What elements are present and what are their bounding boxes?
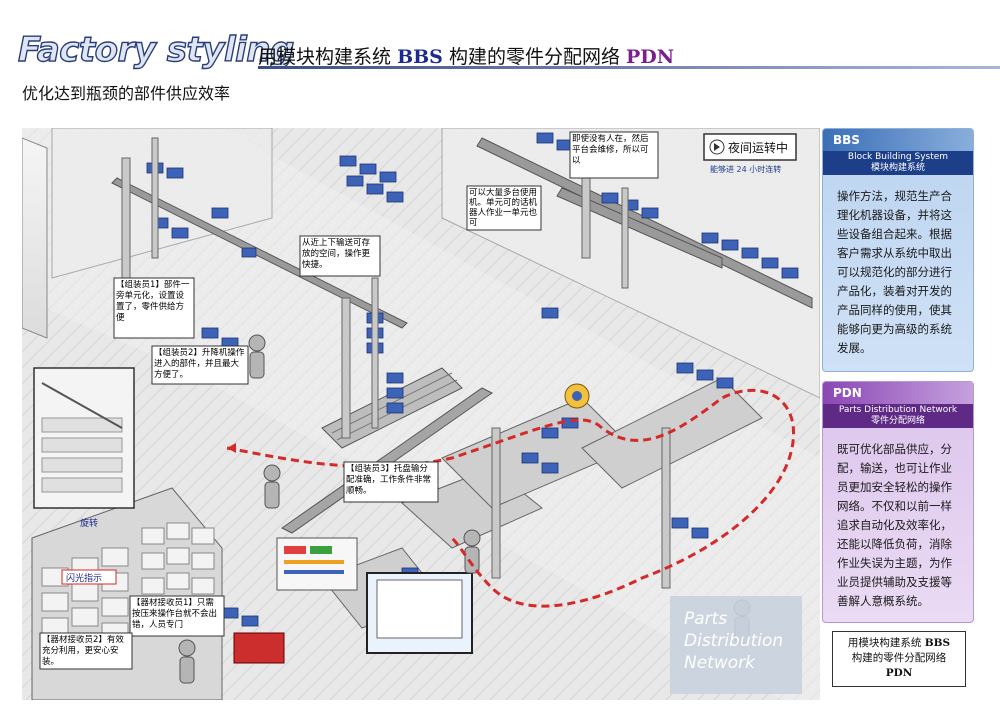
title-pdn: PDN xyxy=(626,46,675,68)
callout-box-5: 【组装员2】升降机操作进入的部件，并且最大方便了。 xyxy=(151,345,249,385)
night-badge-label: 夜间运转中 xyxy=(728,140,788,155)
route-arrow xyxy=(227,443,236,453)
factory-illustration: 夜间运转中 能够进 24 小时连转 即使没有人在，然后平台会维修，所以可以 可以… xyxy=(22,128,820,700)
pdn-bar-cn: 零件分配网络 xyxy=(870,416,925,426)
factory-scene: 夜间运转中 能够进 24 小时连转 即使没有人在，然后平台会维修，所以可以 可以… xyxy=(22,128,820,700)
caption-line1-prefix: 用模块构建系统 xyxy=(847,637,922,649)
pdn-logo-line1: Parts xyxy=(684,609,727,629)
info-panel xyxy=(233,632,285,664)
pdn-tab: PDN xyxy=(823,382,973,404)
bbs-bar-en: Block Building System xyxy=(847,152,949,162)
caption-box: 用模块构建系统 BBS 构建的零件分配网络 PDN xyxy=(832,631,966,687)
aisle xyxy=(22,128,820,700)
title-prefix: 用模块构建系统 xyxy=(258,46,392,68)
callout-3: 从近上下输送可存放的空间，操作更快捷。 xyxy=(302,238,371,270)
callout-box-3: 从近上下输送可存放的空间，操作更快捷。 xyxy=(299,235,381,277)
label-rotate: 旋转 xyxy=(80,517,98,529)
caption-line3: PDN xyxy=(885,667,913,679)
pdn-panel: PDN Parts Distribution Network 零件分配网络 既可… xyxy=(822,381,974,623)
night-badge: 夜间运转中 能够进 24 小时连转 xyxy=(703,133,797,174)
callout-6: 【组装员3】托盘输分配准确，工作条件非常顺畅。 xyxy=(346,464,432,496)
pdn-bar-en: Parts Distribution Network xyxy=(838,405,958,415)
pdn-bar: Parts Distribution Network 零件分配网络 xyxy=(823,404,973,428)
page-subtitle: 优化达到瓶颈的部件供应效率 xyxy=(22,84,231,103)
caption-line1: 用模块构建系统 BBS xyxy=(833,636,965,651)
callout-8: 【器材接收员2】有效充分利用，更安心安装。 xyxy=(42,635,124,667)
brand-title: Factory styling xyxy=(17,29,295,70)
night-badge-sub: 能够进 24 小时连转 xyxy=(710,164,781,174)
callout-1: 即使没有人在，然后平台会维修，所以可以 xyxy=(572,134,649,166)
callout-box-7: 【器材接收员1】只需按压来操作台就不会出错，人员专门 xyxy=(129,595,225,637)
caption-line1-bbs: BBS xyxy=(924,637,951,649)
pdn-description: 既可优化部品供应，分配，输送，也可让作业员更加安全轻松的操作网络。不仅和以前一样… xyxy=(837,442,952,608)
pdn-logo-line2: Distribution xyxy=(684,631,783,651)
callout-4: 【组装员1】部件一旁单元化，设置设置了，零件供给方便 xyxy=(116,280,190,323)
terminal-box xyxy=(366,572,473,654)
callout-box-4: 【组装员1】部件一旁单元化，设置设置了，零件供给方便 xyxy=(113,277,195,339)
header: Factory styling 用模块构建系统 BBS 构建的零件分配网络 PD… xyxy=(17,29,1000,71)
title-bbs: BBS xyxy=(397,46,443,68)
bbs-bar: Block Building System 模块构建系统 xyxy=(823,151,973,175)
callout-7: 【器材接收员1】只需按压来操作台就不会出错，人员专门 xyxy=(132,598,218,630)
bbs-tab: BBS xyxy=(823,129,973,151)
header-rule xyxy=(258,66,1000,69)
andon-board xyxy=(276,537,358,591)
agv-icon xyxy=(564,383,590,409)
callout-box-2: 可以大量多台使用机。单元可的话机器人作业一单元也可 xyxy=(466,185,542,231)
callout-box-6: 【组装员3】托盘输分配准确，工作条件非常顺畅。 xyxy=(343,461,439,503)
page-title: 用模块构建系统 BBS 构建的零件分配网络 PDN xyxy=(258,42,674,69)
parts-bins xyxy=(146,132,799,627)
callout-box-1: 即使没有人在，然后平台会维修，所以可以 xyxy=(569,131,659,179)
conveyor-top xyxy=(111,137,813,534)
bbs-panel: BBS Block Building System 模块构建系统 操作方法，规范… xyxy=(822,128,974,372)
bbs-bar-cn: 模块构建系统 xyxy=(870,163,925,173)
pdn-logo-line3: Network xyxy=(684,653,756,673)
lift-posts xyxy=(121,137,671,589)
inset-detail xyxy=(33,367,135,509)
callouts: 即使没有人在，然后平台会维修，所以可以 可以大量多台使用机。单元可的话机器人作业… xyxy=(39,131,659,670)
callout-2: 可以大量多台使用机。单元可的话机器人作业一单元也可 xyxy=(469,188,538,228)
pdn-logo: Parts Distribution Network xyxy=(670,596,802,694)
bbs-description: 操作方法，规范生产合理化机器设备，并将这些设备组合起来。根据客户需求从系统中取出… xyxy=(837,189,952,355)
callout-box-8: 【器材接收员2】有效充分利用，更安心安装。 xyxy=(39,632,133,670)
label-light-box xyxy=(61,569,117,585)
title-middle: 构建的零件分配网络 xyxy=(448,46,620,68)
left-wall xyxy=(22,137,48,339)
label-light: 闪光指示 xyxy=(66,572,102,584)
callout-5: 【组装员2】升降机操作进入的部件，并且最大方便了。 xyxy=(154,348,245,380)
caption-line2: 构建的零件分配网络 xyxy=(851,652,947,664)
delivery-route xyxy=(226,388,795,608)
